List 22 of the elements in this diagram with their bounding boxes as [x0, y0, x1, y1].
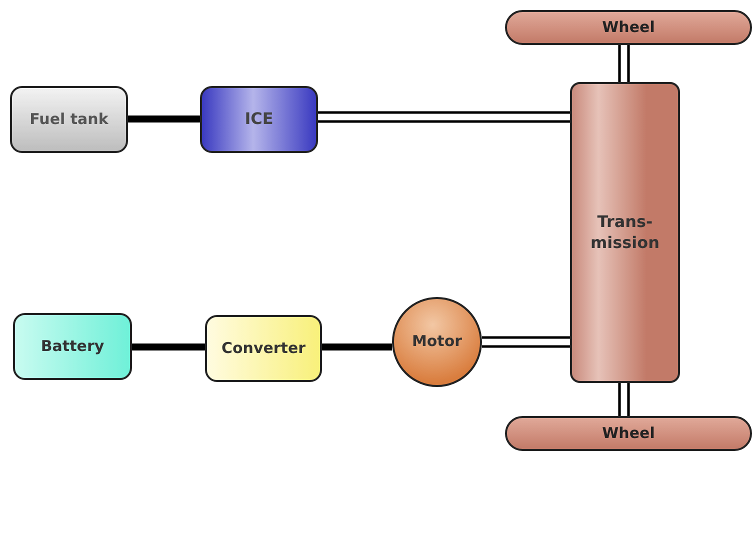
- shaft-line: [316, 111, 572, 123]
- connector-line: [132, 344, 205, 350]
- node-label: Converter: [220, 338, 307, 358]
- shaft-line: [480, 336, 572, 348]
- node-label: Motor: [410, 332, 464, 352]
- connector-line: [322, 344, 392, 350]
- transmission-box: [570, 82, 680, 383]
- node-label: Battery: [40, 336, 106, 356]
- component-box: [205, 315, 322, 382]
- node-label: Wheel: [601, 424, 656, 444]
- component-box: [10, 86, 128, 153]
- node-label: Trans- mission: [589, 212, 661, 254]
- wheel-bar: [505, 10, 752, 45]
- component-box: [13, 313, 132, 380]
- shaft-line: [618, 44, 630, 84]
- node-label: Fuel tank: [28, 110, 110, 130]
- connector-line: [128, 116, 200, 122]
- shaft-line: [618, 382, 630, 418]
- wheel-bar: [505, 416, 752, 451]
- node-label: ICE: [244, 109, 274, 130]
- node-label: Wheel: [601, 18, 656, 38]
- component-box: [200, 86, 318, 153]
